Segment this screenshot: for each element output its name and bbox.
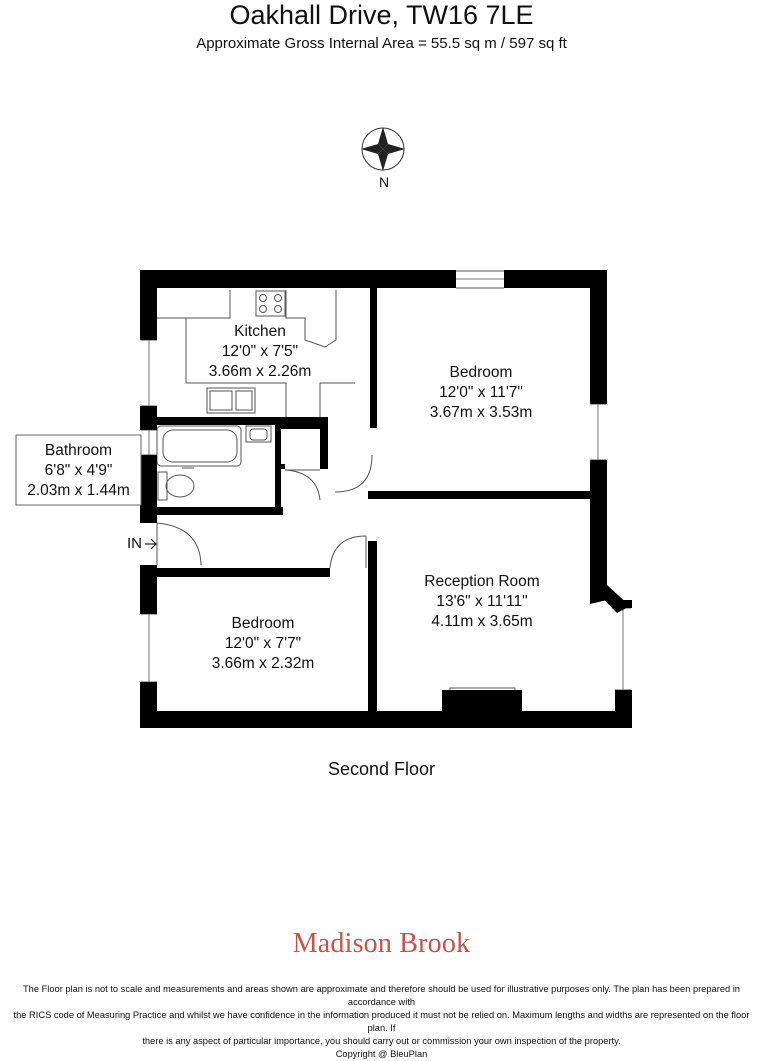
room-label-reception: Reception Room 13'6" x 11'11" 4.11m x 3.…: [402, 572, 562, 632]
arrow-right-icon: [145, 538, 157, 550]
room-metric: 3.67m x 3.53m: [429, 404, 533, 421]
room-imperial: 13'6" x 11'11": [436, 593, 528, 610]
room-name: Reception Room: [424, 573, 540, 590]
room-name: Bedroom: [231, 615, 295, 632]
disclaimer-line: there is any aspect of particular import…: [142, 1036, 621, 1046]
north-label: N: [378, 174, 390, 190]
room-imperial: 6'8" x 4'9": [44, 462, 113, 479]
room-imperial: 12'0" x 11'7": [439, 384, 523, 401]
room-label-bedroom-1: Bedroom 12'0" x 11'7" 3.67m x 3.53m: [411, 363, 551, 423]
room-name: Bathroom: [44, 442, 113, 459]
room-imperial: 12'0" x 7'7": [224, 635, 302, 652]
brand-logo: Madison Brook: [292, 928, 471, 959]
disclaimer-line: The Floor plan is not to scale and measu…: [23, 984, 740, 1007]
room-label-bedroom-2: Bedroom 12'0" x 7'7" 3.66m x 2.32m: [193, 614, 333, 674]
room-metric: 2.03m x 1.44m: [27, 482, 130, 499]
room-metric: 3.66m x 2.32m: [211, 655, 315, 672]
disclaimer-line: the RICS code of Measuring Practice and …: [13, 1010, 750, 1033]
gross-area: Approximate Gross Internal Area = 55.5 s…: [196, 35, 567, 52]
room-metric: 4.11m x 3.65m: [431, 613, 533, 630]
room-name: Bedroom: [449, 364, 513, 381]
room-imperial: 12'0" x 7'5": [221, 343, 299, 360]
page-title: Oakhall Drive, TW16 7LE: [229, 0, 534, 30]
floor-name: Second Floor: [327, 759, 436, 779]
room-label-kitchen: Kitchen 12'0" x 7'5" 3.66m x 2.26m: [190, 322, 330, 382]
room-metric: 3.66m x 2.26m: [208, 363, 312, 380]
disclaimer: The Floor plan is not to scale and measu…: [4, 983, 759, 1061]
walls: [140, 270, 632, 728]
windows: [148, 278, 624, 690]
room-label-bathroom: Bathroom 6'8" x 4'9" 2.03m x 1.44m: [16, 441, 141, 501]
copyright: Copyright @ BleuPlan: [335, 1049, 428, 1059]
compass-icon: [361, 127, 405, 171]
bathroom-callout-box: [15, 434, 142, 506]
entrance-label: IN: [127, 535, 142, 552]
room-name: Kitchen: [234, 323, 286, 340]
